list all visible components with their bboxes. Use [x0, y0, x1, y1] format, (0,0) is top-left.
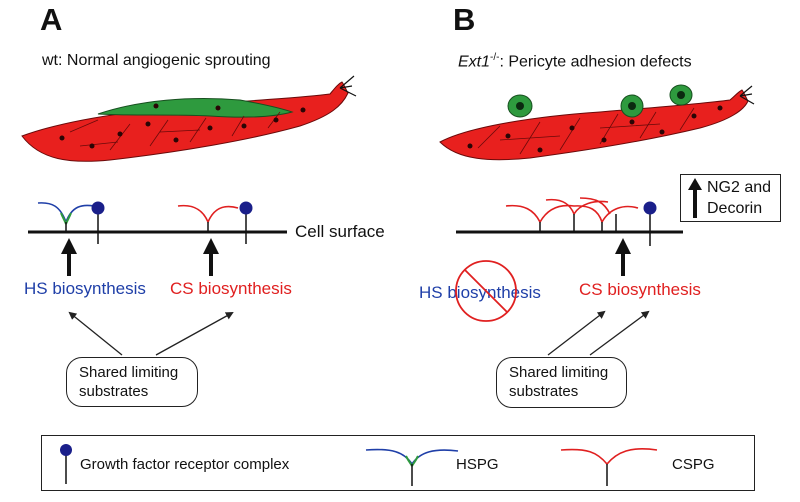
panel-a-hspg-glyph: [37, 202, 95, 232]
upregulation-arrow-icon: [688, 178, 702, 218]
upreg-line1: NG2 and: [707, 179, 772, 196]
cspg-legend-icon: [560, 448, 658, 486]
panel-a-substrates-line2: substrates: [79, 383, 149, 400]
panel-b-cs-biosynthesis-label: CS biosynthesis: [579, 280, 701, 299]
legend-hspg-label: HSPG: [456, 456, 499, 473]
legend-cspg-label: CSPG: [672, 456, 715, 473]
panel-a-shared-substrates-box: Shared limiting substrates: [66, 357, 198, 407]
panel-b-substrates-line1: Shared limiting: [509, 364, 609, 381]
panel-b-subtitle-text: : Pericyte adhesion defects: [499, 53, 692, 71]
panel-b-genotype-superscript: -/-: [490, 52, 500, 63]
cell-surface-label: Cell surface: [295, 222, 385, 241]
panel-b-substrates-line2: substrates: [509, 383, 579, 400]
panel-b-letter: B: [453, 2, 476, 37]
panel-b-gene-name: Ext1: [458, 53, 491, 71]
panel-b-subtitle: Ext1-/-: Pericyte adhesion defects: [458, 52, 692, 71]
legend-box: Growth factor receptor complex HSPG CSPG: [41, 435, 755, 491]
panel-a-vessel: [21, 75, 357, 162]
panel-b-vessel: [439, 84, 755, 161]
legend-receptor-label: Growth factor receptor complex: [80, 456, 290, 473]
panel-b-hs-biosynthesis-label: HS biosynthesis: [419, 283, 541, 302]
receptor-legend-icon: [60, 444, 72, 484]
panel-a-letter: A: [40, 2, 63, 37]
upreg-line2: Decorin: [707, 200, 763, 217]
panel-b-substrate-arrows: [547, 310, 650, 356]
panel-a-receptor-2: [239, 201, 253, 244]
panel-a-pericyte-coverage: [97, 98, 294, 118]
panel-a-upward-arrows: [61, 238, 219, 276]
blocked-hs-biosynthesis-icon: [455, 260, 517, 322]
hspg-legend-icon: [365, 448, 459, 486]
panel-a-subtitle: wt: Normal angiogenic sprouting: [42, 52, 271, 69]
panel-a-cspg-glyph: [177, 204, 239, 232]
detached-pericytes: [507, 84, 693, 118]
panel-b-shared-substrates-box: Shared limiting substrates: [496, 357, 627, 408]
panel-a-substrate-arrows: [68, 311, 234, 356]
panel-b-receptor: [643, 201, 657, 246]
panel-a-receptor-1: [91, 201, 105, 244]
panel-b-upward-arrow: [615, 238, 631, 276]
panel-b-cspg-cluster: [505, 197, 639, 232]
panel-a-hs-biosynthesis-label: HS biosynthesis: [24, 279, 146, 298]
ng2-decorin-box: NG2 and Decorin: [680, 174, 781, 222]
panel-a-substrates-line1: Shared limiting: [79, 364, 179, 381]
panel-a-cs-biosynthesis-label: CS biosynthesis: [170, 279, 292, 298]
